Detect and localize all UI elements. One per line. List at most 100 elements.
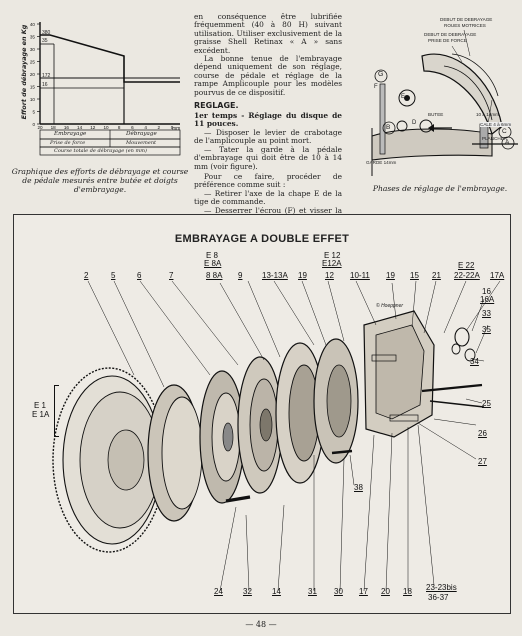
part-label-e8a: E 8A <box>204 259 222 268</box>
letter-f: F <box>374 84 378 90</box>
band-mouvement: Mouvement <box>126 140 157 146</box>
bracket-e1 <box>54 385 59 437</box>
y-tick-label: 20 <box>30 72 36 77</box>
band-embrayage: Embrayage <box>54 131 87 137</box>
part-label-e1: E 1 <box>34 401 47 410</box>
part-label-14: 14 <box>272 587 281 596</box>
letter-ring <box>501 136 515 150</box>
part-label-19b: 19 <box>386 271 395 280</box>
page-number: — 48 — <box>245 620 277 629</box>
paragraph-1: en conséquence être lubrifiée fréquemmen… <box>194 12 342 55</box>
paragraph-3: Pour ce faire, procéder de préférence co… <box>194 171 342 190</box>
graph-val-172: 172 <box>42 73 51 79</box>
x-tick-label: 6 <box>131 125 134 130</box>
exploded-drawing <box>52 280 501 592</box>
letter-ring <box>374 69 388 83</box>
part-label-17a: 17A <box>490 271 505 280</box>
band-debrayage: Débrayage <box>126 131 157 137</box>
x-tick-label: 4 <box>144 125 147 130</box>
letter-b: B <box>386 124 391 131</box>
graph-x-unit: mm <box>172 126 181 132</box>
part-label-e1a: E 1A <box>32 410 50 419</box>
letter-a: A <box>505 139 510 146</box>
y-tick-label: 15 <box>30 85 36 90</box>
y-tick-label: 40 <box>30 22 36 27</box>
label-prise-de-force: PRISE DE FORCE <box>428 38 467 43</box>
label-debut-debrayage: DEBUT DE DEBRAYAGE <box>440 17 493 22</box>
part-label-e12a: E12A <box>322 259 342 268</box>
graph-y-label: Effort de débrayage en Kg <box>20 24 28 120</box>
band-course-totale: Course totale de débrayage (en mm) <box>54 148 147 154</box>
part-label-7: 7 <box>169 271 174 280</box>
pedal-diagram: DEBUT DE DEBRAYAGE ROUES MOTRICES DEBUT … <box>352 16 518 184</box>
y-tick-label: 10 <box>30 97 36 102</box>
label-10-14mm: 10 à 14mm <box>476 112 499 117</box>
exploded-title: EMBRAYAGE A DOUBLE EFFET <box>174 233 350 245</box>
x-tick-label: 16 <box>64 125 70 130</box>
step-1-heading: 1er temps - Réglage du disque de 11 pouc… <box>194 111 342 129</box>
y-tick-label: 5 <box>32 110 35 115</box>
part-label-27: 27 <box>478 457 487 466</box>
part-label-24: 24 <box>214 587 223 596</box>
part-label-22-22a: 22-22A <box>454 271 480 280</box>
part-label-26: 26 <box>478 429 487 438</box>
part-label-30: 30 <box>334 587 343 596</box>
part-label-8-8a: 8 8A <box>206 271 223 280</box>
letter-g: G <box>378 71 384 78</box>
part-label-17: 17 <box>359 587 368 596</box>
phases-caption: Phases de réglage de l'embrayage. <box>372 184 508 193</box>
x-tick-label: 20 <box>37 125 43 130</box>
part-label-12: 12 <box>325 271 334 280</box>
instruction-3: — Retirer l'axe de la chape E de la tige… <box>194 188 342 207</box>
part-label-35: 35 <box>482 325 491 334</box>
label-plancher: PLANCHER <box>482 136 508 141</box>
stamp-hoeppner: © Hoeppner <box>376 303 404 309</box>
part-label-6: 6 <box>137 271 142 280</box>
x-tick-label: 0 <box>171 125 174 130</box>
part-label-34: 34 <box>470 357 479 366</box>
part-label-31: 31 <box>308 587 317 596</box>
part-label-2: 2 <box>84 271 89 280</box>
label-roues-motrices: ROUES MOTRICES <box>444 23 486 28</box>
label-cale: CALE 4 à 6mm <box>480 122 512 127</box>
part-label-e8: E 8 <box>206 251 219 260</box>
label-debut-debrayage-2: DEBUT DE DEBRAYAGE <box>424 32 477 37</box>
y-tick-label: 0 <box>32 122 35 127</box>
graph-val-380: 380 <box>42 30 51 36</box>
graph-caption: Graphique des efforts de débrayage et co… <box>11 167 189 194</box>
part-label-32: 32 <box>243 587 252 596</box>
paragraph-2: La bonne tenue de l'embrayage dépend uni… <box>194 54 342 97</box>
graph-val-35: 35 <box>42 38 48 44</box>
part-label-38: 38 <box>354 483 363 492</box>
text-column: en conséquence être lubrifiée fréquemmen… <box>194 12 342 223</box>
letter-d: D <box>412 120 417 126</box>
part-label-21: 21 <box>432 271 441 280</box>
part-label-5: 5 <box>111 271 116 280</box>
letter-e: E <box>401 94 406 100</box>
letter-c: C <box>502 128 507 135</box>
part-label-25: 25 <box>482 399 491 408</box>
part-label-23-23bis: 23-23bis <box>426 583 457 592</box>
part-label-13: 13-13A <box>262 271 288 280</box>
letter-ring <box>382 121 396 135</box>
x-tick-label: 10 <box>103 125 109 130</box>
part-label-16a: 16A <box>480 295 495 304</box>
y-tick-label: 25 <box>30 60 36 65</box>
exploded-view-box: EMBRAYAGE A DOUBLE EFFET <box>13 214 511 614</box>
part-label-33: 33 <box>482 309 491 318</box>
label-garde: GARDE 14mm <box>366 160 397 165</box>
x-tick-label: 18 <box>51 125 57 130</box>
x-tick-label: 14 <box>77 125 83 130</box>
part-label-18: 18 <box>403 587 412 596</box>
graph-val-16: 16 <box>42 82 48 88</box>
part-label-9: 9 <box>238 271 243 280</box>
x-tick-label: 12 <box>90 125 96 130</box>
part-label-36-37: 36-37 <box>428 593 449 602</box>
part-label-15: 15 <box>410 271 419 280</box>
band-prise-de-force: Prise de force <box>50 140 86 146</box>
part-label-20: 20 <box>381 587 390 596</box>
y-tick-label: 35 <box>30 35 36 40</box>
x-tick-label: 8 <box>118 125 121 130</box>
x-tick-label: 2 <box>158 125 161 130</box>
